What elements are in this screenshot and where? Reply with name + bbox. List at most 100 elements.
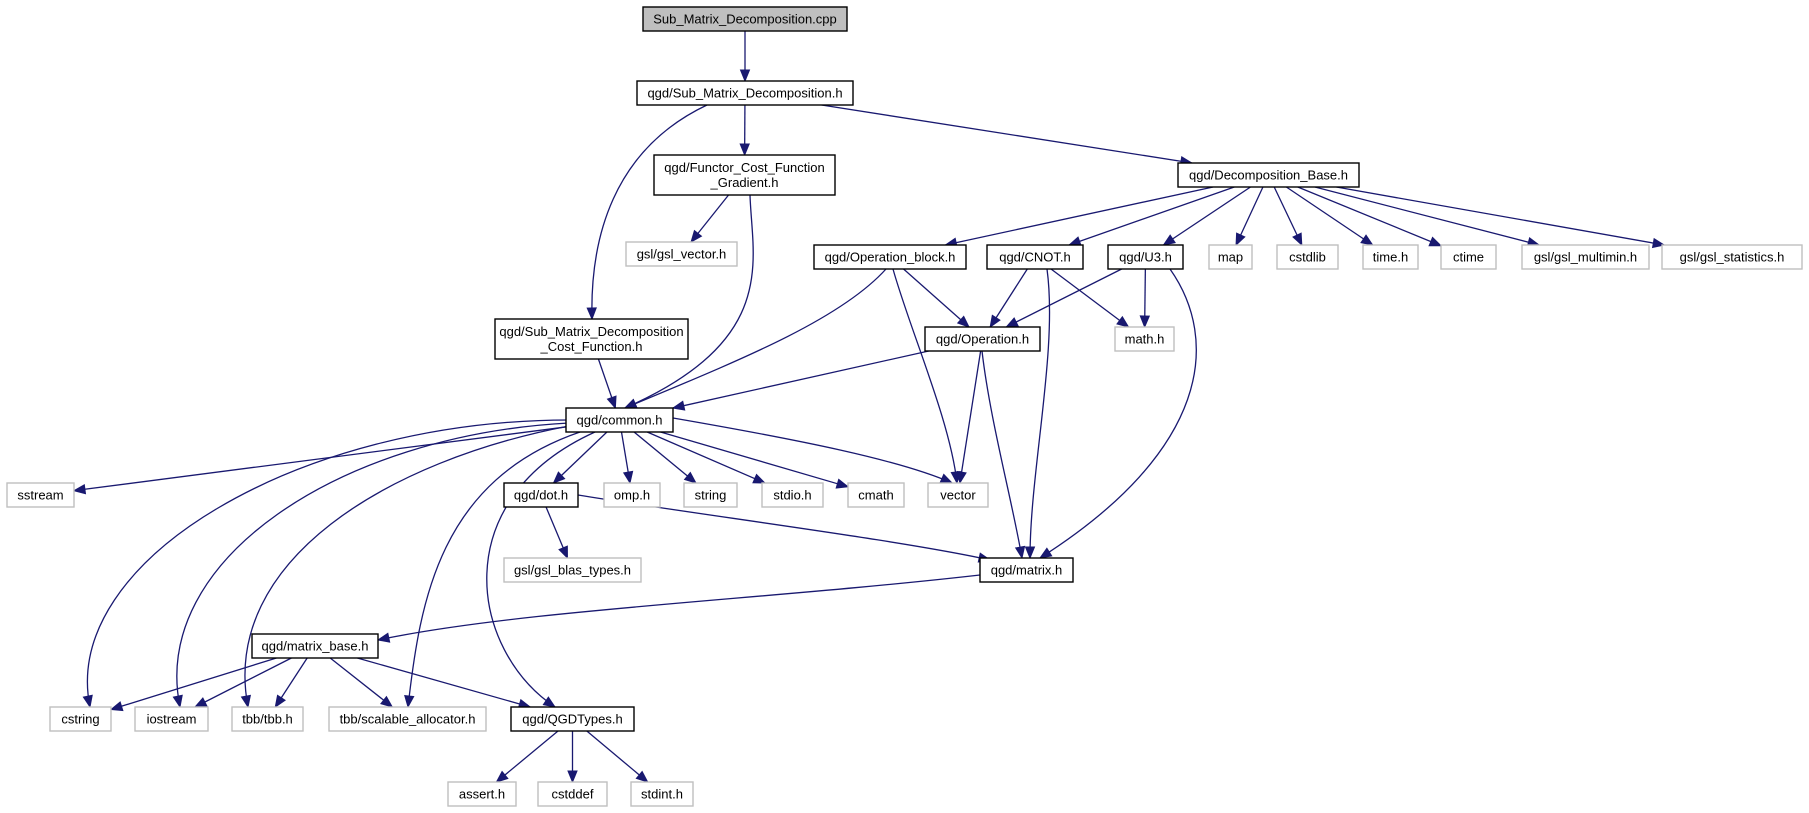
arrow-head-icon <box>1024 546 1036 560</box>
node-box <box>653 154 836 196</box>
arrow-head-icon <box>72 483 87 495</box>
node-box <box>1440 244 1497 270</box>
node-label: _Gradient.h <box>710 175 779 190</box>
node-qgdtypes[interactable]: qgd/QGDTypes.h <box>510 706 635 732</box>
node-box <box>1177 162 1360 188</box>
edge-line <box>672 417 953 484</box>
edge-line <box>407 431 581 708</box>
node-cstddef: cstddef <box>537 781 608 807</box>
edge-line <box>1068 186 1235 246</box>
arrow-head-icon <box>623 398 638 409</box>
node-label: vector <box>940 488 976 503</box>
arrow-head-icon <box>671 400 686 411</box>
edge-line <box>624 268 887 409</box>
node-matrix[interactable]: qgd/matrix.h <box>979 557 1074 583</box>
arrow-head-icon <box>1005 317 1019 328</box>
node-operation[interactable]: qgd/Operation.h <box>924 326 1041 352</box>
edge-line <box>586 730 649 783</box>
node-functor[interactable]: qgd/Functor_Cost_Function_Gradient.h <box>653 154 836 196</box>
node-smd-h[interactable]: qgd/Sub_Matrix_Decomposition.h <box>636 80 854 106</box>
node-label: cstdlib <box>1289 250 1326 265</box>
arrow-head-icon <box>109 701 124 712</box>
edge-common-to-tbb <box>240 425 570 709</box>
arrow-head-icon <box>752 473 767 484</box>
node-box <box>6 482 75 508</box>
edge-line <box>1336 186 1665 246</box>
node-vector: vector <box>927 482 989 508</box>
node-box <box>927 482 989 508</box>
edge-decomp_base-to-gsl_statistics <box>1336 186 1666 249</box>
arrow-head-icon <box>558 545 568 560</box>
edge-common-to-iostream <box>172 422 570 709</box>
edge-common-to-sstream <box>72 426 567 495</box>
node-label: cstring <box>61 712 99 727</box>
node-label: gsl/gsl_multimin.h <box>1534 250 1637 265</box>
edge-qgdtypes-to-assert <box>495 730 559 783</box>
node-u3[interactable]: qgd/U3.h <box>1107 244 1184 270</box>
edge-common-to-cstring <box>82 419 570 709</box>
edge-root-to-smd_h <box>739 31 751 83</box>
edge-operation-to-vector <box>956 350 982 485</box>
edge-line <box>591 104 708 320</box>
edge-line <box>981 350 1023 559</box>
node-label: Sub_Matrix_Decomposition.cpp <box>653 12 837 27</box>
arrow-head-icon <box>683 471 697 484</box>
node-ctime: ctime <box>1440 244 1497 270</box>
node-box <box>847 482 905 508</box>
arrow-head-icon <box>495 770 509 783</box>
node-op-block[interactable]: qgd/Operation_block.h <box>813 244 967 270</box>
arrow-head-icon <box>404 694 415 709</box>
edge-line <box>660 431 849 488</box>
node-label: gsl/gsl_vector.h <box>637 247 727 262</box>
node-label: omp.h <box>614 488 650 503</box>
node-label: sstream <box>17 488 63 503</box>
node-label: qgd/matrix.h <box>991 563 1063 578</box>
node-string: string <box>683 482 738 508</box>
node-smd-cost[interactable]: qgd/Sub_Matrix_Decomposition_Cost_Functi… <box>494 318 689 360</box>
node-box <box>1208 244 1253 270</box>
arrow-head-icon <box>989 314 1001 329</box>
edge-common-to-vector <box>672 417 954 484</box>
arrow-head-icon <box>622 470 634 485</box>
edge-smd_h-to-decomp_base <box>821 104 1194 167</box>
edge-line <box>486 431 596 708</box>
node-decomp-base[interactable]: qgd/Decomposition_Base.h <box>1177 162 1360 188</box>
edge-line <box>553 431 608 484</box>
nodes-layer: Sub_Matrix_Decomposition.cpp qgd/Sub_Matr… <box>6 6 1803 807</box>
edge-matrix_base-to-tbb <box>274 657 308 709</box>
node-tbb: tbb/tbb.h <box>231 706 304 732</box>
node-box <box>1114 326 1175 352</box>
edge-smd_cost-to-common <box>597 358 617 410</box>
arrow-head-icon <box>1014 545 1026 560</box>
arrow-head-icon <box>82 694 93 709</box>
node-box <box>603 482 661 508</box>
edge-line <box>194 657 292 708</box>
edge-smd_h-to-smd_cost <box>586 104 708 321</box>
node-label: math.h <box>1125 332 1165 347</box>
arrow-head-icon <box>1428 236 1443 247</box>
arrow-head-icon <box>739 143 750 157</box>
edge-line <box>244 425 570 708</box>
arrow-head-icon <box>835 478 850 489</box>
edge-line <box>496 730 559 783</box>
node-box <box>625 241 738 267</box>
edge-decomp_base-to-cnot <box>1067 186 1235 247</box>
node-box <box>986 244 1084 270</box>
edge-common-to-qgdtypes <box>486 431 596 708</box>
node-dot[interactable]: qgd/dot.h <box>503 482 579 508</box>
node-root[interactable]: Sub_Matrix_Decomposition.cpp <box>642 6 848 32</box>
arrow-head-icon <box>586 307 597 321</box>
edge-u3-to-operation <box>1005 268 1122 328</box>
node-label: time.h <box>1373 250 1408 265</box>
edge-line <box>903 268 970 328</box>
node-matrix-base[interactable]: qgd/matrix_base.h <box>251 633 379 659</box>
node-cnot[interactable]: qgd/CNOT.h <box>986 244 1084 270</box>
node-cstring: cstring <box>49 706 112 732</box>
node-common[interactable]: qgd/common.h <box>565 407 674 433</box>
node-box <box>231 706 304 732</box>
arrow-head-icon <box>1139 315 1151 329</box>
node-gsl-multimin: gsl/gsl_multimin.h <box>1521 244 1650 270</box>
node-label: qgd/Decomposition_Base.h <box>1189 168 1348 183</box>
edge-line <box>1006 268 1122 328</box>
